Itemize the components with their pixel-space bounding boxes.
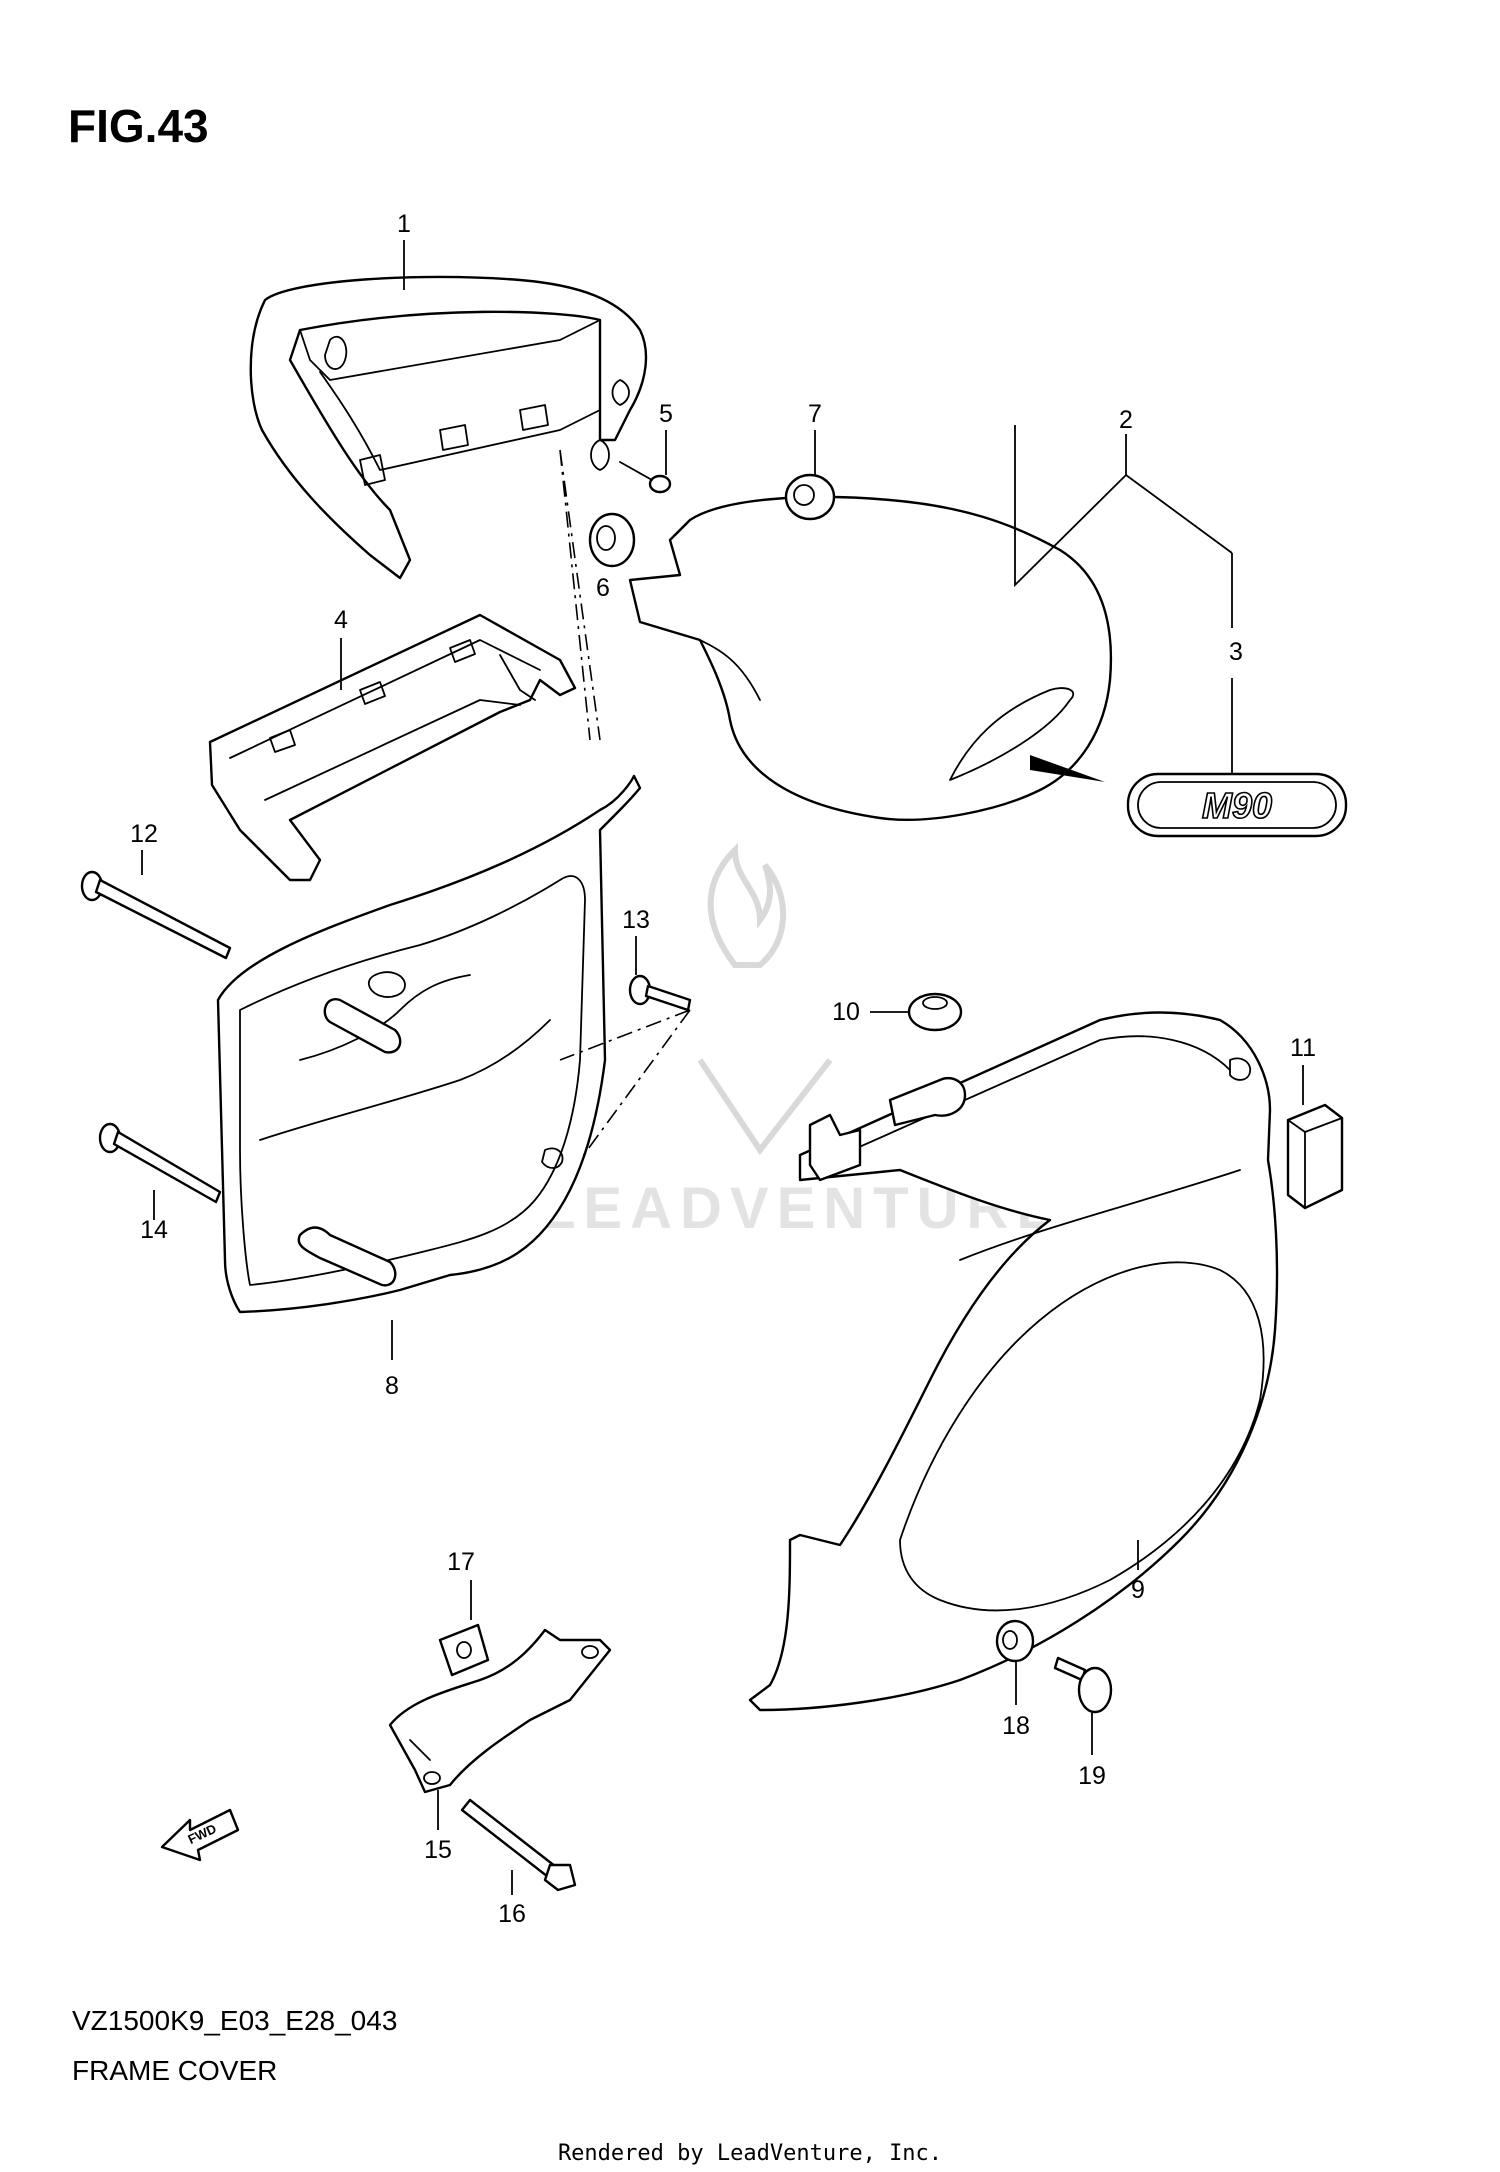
assembly-guide-13 [559, 1009, 691, 1161]
callout-5: 5 [659, 400, 673, 428]
callout-17: 17 [447, 1548, 475, 1576]
callout-8: 8 [385, 1372, 399, 1400]
part-5-screw [619, 461, 672, 494]
callout-2: 2 [1119, 406, 1133, 434]
callout-4: 4 [334, 606, 348, 634]
callout-12: 12 [130, 820, 158, 848]
callout-7: 7 [808, 400, 822, 428]
callout-11: 11 [1290, 1034, 1316, 1062]
callout-6: 6 [596, 574, 610, 602]
part-4-bracket [208, 613, 577, 882]
figure-title: FIG.43 [68, 100, 209, 152]
assembly-guide-1 [559, 449, 601, 741]
part-2-side-cover [628, 495, 1113, 821]
callout-3: 3 [1229, 638, 1243, 666]
section-name: FRAME COVER [72, 2055, 277, 2086]
forward-arrow-icon: FWD [160, 1808, 240, 1862]
callout-numbers: 1 2 3 4 5 6 7 8 9 10 11 12 13 14 15 16 1… [130, 210, 1316, 1928]
part-14-bolt [98, 1122, 222, 1204]
part-13-screw [628, 974, 692, 1012]
part-9-lower-frame-cover [748, 1011, 1279, 1712]
part-7-grommet [784, 473, 836, 521]
part-19-screw [1053, 1656, 1113, 1714]
callout-19: 19 [1078, 1762, 1106, 1790]
callout-10: 10 [832, 998, 860, 1026]
callout-18: 18 [1002, 1712, 1030, 1740]
callout-9: 9 [1131, 1576, 1145, 1604]
emblem-text: M90 [1202, 785, 1272, 826]
part-3-emblem: M90 [1030, 755, 1348, 838]
part-18-grommet [995, 1619, 1035, 1663]
callout-1: 1 [397, 210, 411, 238]
callout-13: 13 [622, 906, 650, 934]
callout-16: 16 [498, 1900, 526, 1928]
model-code: VZ1500K9_E03_E28_043 [72, 2005, 397, 2036]
part-16-bolt [460, 1798, 577, 1892]
callout-15: 15 [424, 1836, 452, 1864]
callout-14: 14 [140, 1216, 168, 1244]
part-11-cushion [1286, 1103, 1344, 1210]
part-15-bracket [388, 1628, 612, 1794]
part-1-upper-frame-cover [249, 275, 648, 580]
part-10-grommet [907, 992, 963, 1032]
rendered-by-credit: Rendered by LeadVenture, Inc. [558, 2141, 942, 2166]
leader-lines [141, 240, 1304, 1895]
part-6-grommet [588, 512, 636, 568]
part-8-inner-frame-cover [216, 774, 642, 1314]
part-12-bolt [80, 870, 232, 960]
part-17-nut [438, 1623, 490, 1677]
